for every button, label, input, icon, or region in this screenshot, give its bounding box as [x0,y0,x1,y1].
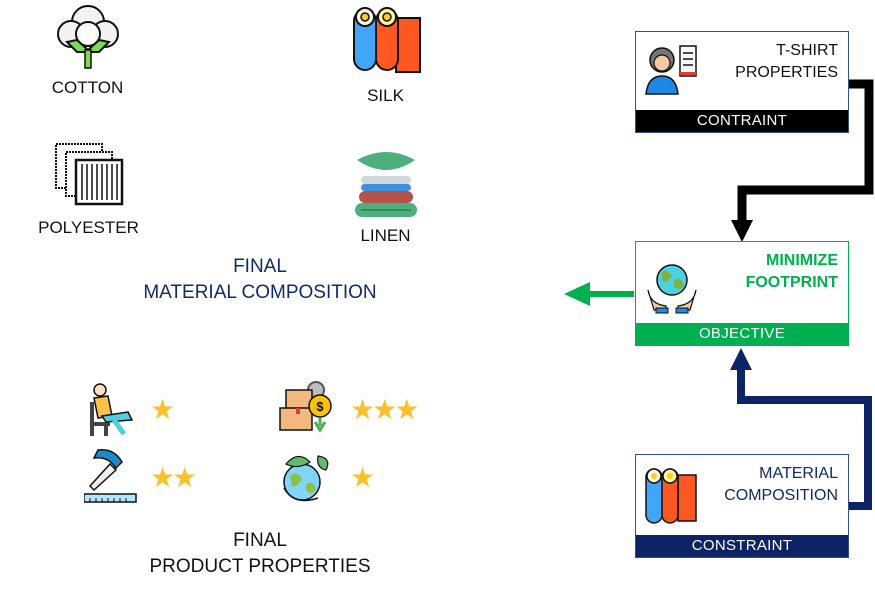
material-label: SILK [367,86,404,105]
material-label: LINEN [360,226,411,245]
material-linen: LINEN [338,148,433,246]
title-line: MATERIAL COMPOSITION [143,282,377,303]
material-silk: SILK [338,4,433,106]
title-line: PRODUCT PROPERTIES [149,556,371,577]
material-composition-constraint-box: MATERIAL COMPOSITION CONSTRAINT [635,454,849,558]
material-cotton: COTTON [40,2,135,98]
box-title-line: T-SHIRT [776,42,838,59]
earth-in-hands-icon [647,264,697,314]
box-title-line: FOOTPRINT [745,274,838,291]
silk-rolls-icon [352,7,421,73]
arrowhead-down [731,220,753,242]
rating-stars: ★★ [150,462,197,493]
fabric-rolls-icon [645,468,697,524]
tshirt-properties-constraint-box: T-SHIRT PROPERTIES CONTRAINT [635,31,849,133]
person-checklist-icon [645,45,697,95]
eco-earth-icon [283,455,329,502]
title-line: FINAL [233,530,287,551]
material-label: COTTON [51,78,124,97]
box-title-line: COMPOSITION [724,487,838,504]
rating-stars: ★★★ [350,394,419,425]
rating-stars: ★ [150,394,175,425]
box-title-line: MINIMIZE [766,252,838,269]
material-label: POLYESTER [38,218,139,237]
constraint-connector-tshirt [737,79,874,222]
box-title-line: MATERIAL [759,465,838,482]
box-title-line: PROPERTIES [735,64,838,81]
material-composition-title: FINAL MATERIAL COMPOSITION [100,254,420,306]
arrowhead-up [730,348,752,370]
constraint-band: CONSTRAINT [636,535,848,557]
relaxing-person-icon [90,383,134,436]
constraint-band: CONTRAINT [636,110,848,132]
result-arrowhead-left [564,282,590,306]
hammer-icon [84,449,137,503]
polyester-fabric-icon [54,143,123,206]
box-title: MATERIAL COMPOSITION [724,463,838,507]
minimize-footprint-objective-box: MINIMIZE FOOTPRINT OBJECTIVE [635,241,849,346]
box-title: T-SHIRT PROPERTIES [735,40,838,84]
svg-text:$: $ [316,399,324,414]
constraint-connector-material [737,368,872,510]
boxes-cost-icon: $ [279,381,332,433]
material-polyester: POLYESTER [26,142,151,238]
rating-stars: ★ [350,462,375,493]
title-line: FINAL [233,256,287,277]
box-title: MINIMIZE FOOTPRINT [746,250,838,294]
linen-stack-icon [354,152,417,217]
objective-band: OBJECTIVE [636,323,848,345]
cotton-icon [56,5,119,69]
product-properties-title: FINAL PRODUCT PROPERTIES [100,528,420,580]
